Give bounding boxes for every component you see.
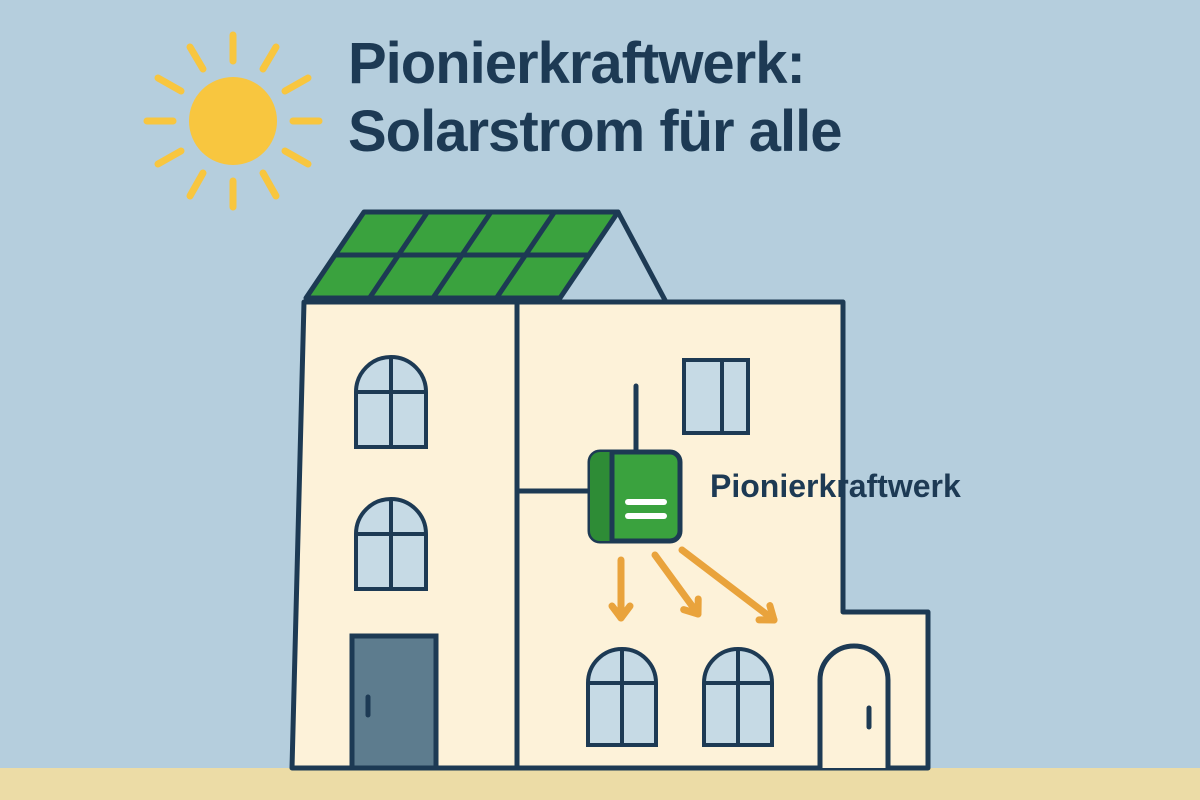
power-arrow-3 <box>678 546 778 624</box>
power-arrow-2 <box>651 551 702 618</box>
device-label: Pionierkraftwerk <box>710 468 961 504</box>
ground <box>0 768 1200 800</box>
equals-icon <box>625 499 667 519</box>
entrance-door-arched <box>817 643 891 768</box>
window-arched-upper-2 <box>354 497 428 591</box>
window-arched-upper-1 <box>354 355 428 449</box>
power-flow-arrows <box>608 546 778 624</box>
sun-rays <box>143 31 323 211</box>
headline: Pionierkraftwerk: Solarstrom für alle <box>348 30 842 166</box>
window-rect-upper-right <box>682 358 750 435</box>
window-arched-lower-1 <box>586 647 658 747</box>
solar-panel-icon <box>303 209 621 301</box>
window-arched-lower-2 <box>702 647 774 747</box>
roof-ridge-line <box>615 209 669 305</box>
sun-icon <box>143 31 323 211</box>
headline-line-1: Pionierkraftwerk: <box>348 31 806 96</box>
door-left <box>349 633 439 771</box>
headline-line-2: Solarstrom für alle <box>348 98 842 164</box>
inverter-box-icon <box>587 449 683 544</box>
